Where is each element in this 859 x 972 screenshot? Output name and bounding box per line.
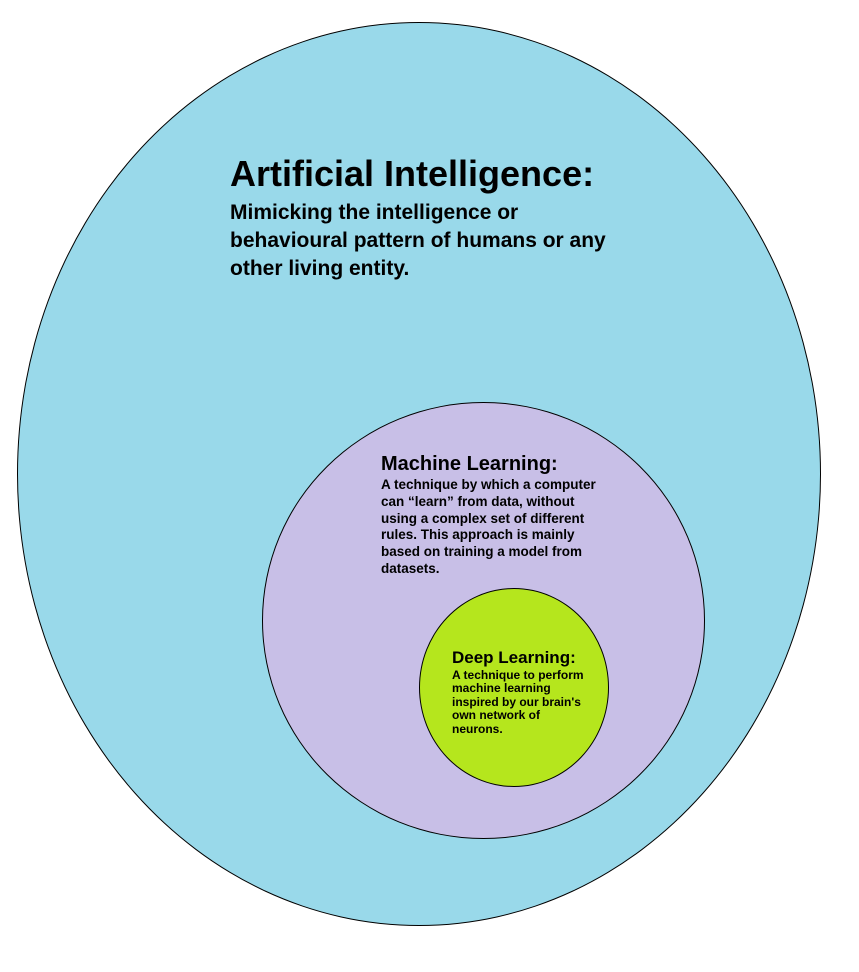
machine-learning-label: Machine Learning: A technique by which a… (381, 452, 661, 578)
machine-learning-title: Machine Learning: (381, 453, 558, 475)
deep-learning-description: A technique to perform machine learning … (452, 668, 584, 736)
deep-learning-label: Deep Learning: A technique to perform ma… (452, 647, 622, 736)
artificial-intelligence-title: Artificial Intelligence: (230, 153, 595, 194)
deep-learning-title: Deep Learning: (452, 648, 576, 667)
artificial-intelligence-label: Artificial Intelligence: Mimicking the i… (230, 152, 690, 283)
artificial-intelligence-description: Mimicking the intelligence or behavioura… (230, 201, 606, 280)
deep-learning-circle (419, 588, 609, 787)
machine-learning-description: A technique by which a computer can “lea… (381, 477, 596, 576)
